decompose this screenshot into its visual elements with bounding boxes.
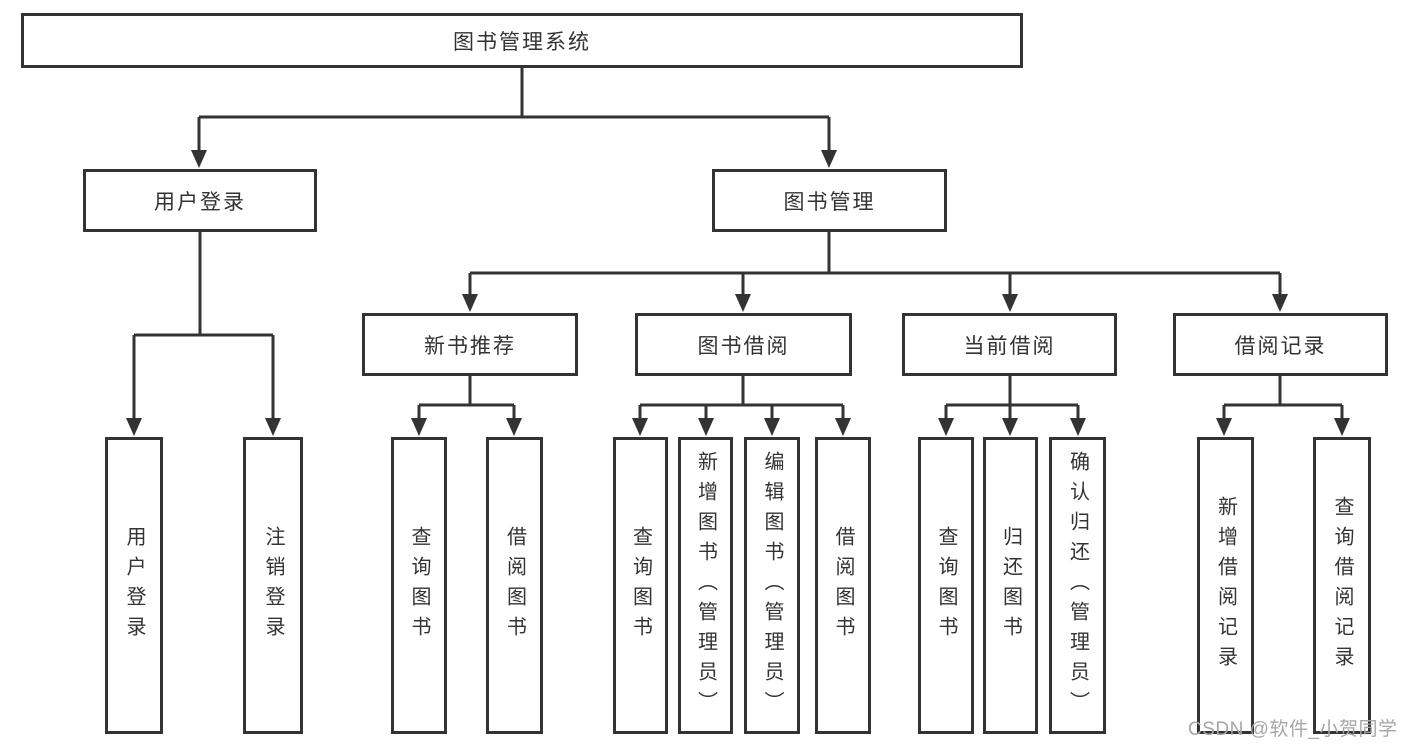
node-leaf-user-login: 用户登录: [105, 437, 163, 734]
node-leaf-confirm-return-admin: 确认归还（管理员）: [1049, 437, 1106, 734]
node-label: 借阅记录: [1234, 334, 1327, 358]
node-label: 图书借阅: [697, 334, 790, 358]
node-library-management-system: 图书管理系统: [21, 13, 1023, 68]
node-label: 确认归还（管理员）: [1066, 450, 1089, 721]
node-label: 查询借阅记录: [1331, 495, 1353, 676]
node-label: 注销登录: [262, 525, 284, 646]
node-label: 用户登录: [123, 525, 145, 646]
connector-book-borrow-to-children: [632, 376, 851, 436]
node-leaf-add-borrow-record: 新增借阅记录: [1197, 437, 1254, 734]
node-leaf-logout: 注销登录: [243, 437, 303, 734]
node-leaf-return-books: 归还图书: [983, 437, 1038, 734]
node-leaf-query-books-3: 查询图书: [918, 437, 974, 734]
node-label: 编辑图书（管理员）: [761, 450, 783, 721]
node-leaf-borrow-books-2: 借阅图书: [815, 437, 871, 734]
node-leaf-query-books-1: 查询图书: [391, 437, 447, 734]
connector-book-mgmt-to-level3: [462, 232, 1288, 312]
node-label: 借阅图书: [832, 525, 854, 646]
connector-current-borrow-to-children: [938, 376, 1086, 436]
csdn-watermark: CSDN @软件_小贺同学: [1188, 719, 1398, 740]
node-leaf-query-books-2: 查询图书: [613, 437, 668, 734]
node-label: 新增图书（管理员）: [694, 450, 717, 721]
node-label: 图书管理: [783, 190, 876, 214]
node-current-borrowing: 当前借阅: [902, 313, 1117, 376]
node-leaf-borrow-books-1: 借阅图书: [486, 437, 543, 734]
node-label: 用户登录: [154, 190, 246, 214]
node-label: 新增借阅记录: [1214, 495, 1237, 676]
connector-user-login-to-children: [126, 232, 281, 436]
node-new-book-recommend: 新书推荐: [362, 313, 578, 376]
node-label: 查询图书: [629, 525, 652, 646]
node-label: 图书管理系统: [453, 30, 591, 54]
node-leaf-add-books-admin: 新增图书（管理员）: [678, 437, 733, 734]
node-label: 当前借阅: [963, 334, 1056, 358]
node-book-management: 图书管理: [712, 169, 947, 232]
node-label: 归还图书: [999, 525, 1022, 646]
node-borrowing-records: 借阅记录: [1173, 313, 1388, 376]
node-label: 查询图书: [408, 525, 430, 646]
connector-new-book-to-children: [411, 376, 522, 436]
node-leaf-query-borrow-record: 查询借阅记录: [1313, 437, 1371, 734]
node-label: 新书推荐: [424, 334, 516, 358]
node-book-borrowing: 图书借阅: [635, 313, 852, 376]
node-user-login: 用户登录: [83, 169, 317, 232]
node-leaf-edit-books-admin: 编辑图书（管理员）: [744, 437, 800, 734]
node-label: 查询图书: [935, 525, 957, 646]
connector-root-to-level2: [191, 68, 837, 168]
node-label: 借阅图书: [503, 525, 526, 646]
connector-borrow-records-to-children: [1216, 376, 1350, 436]
